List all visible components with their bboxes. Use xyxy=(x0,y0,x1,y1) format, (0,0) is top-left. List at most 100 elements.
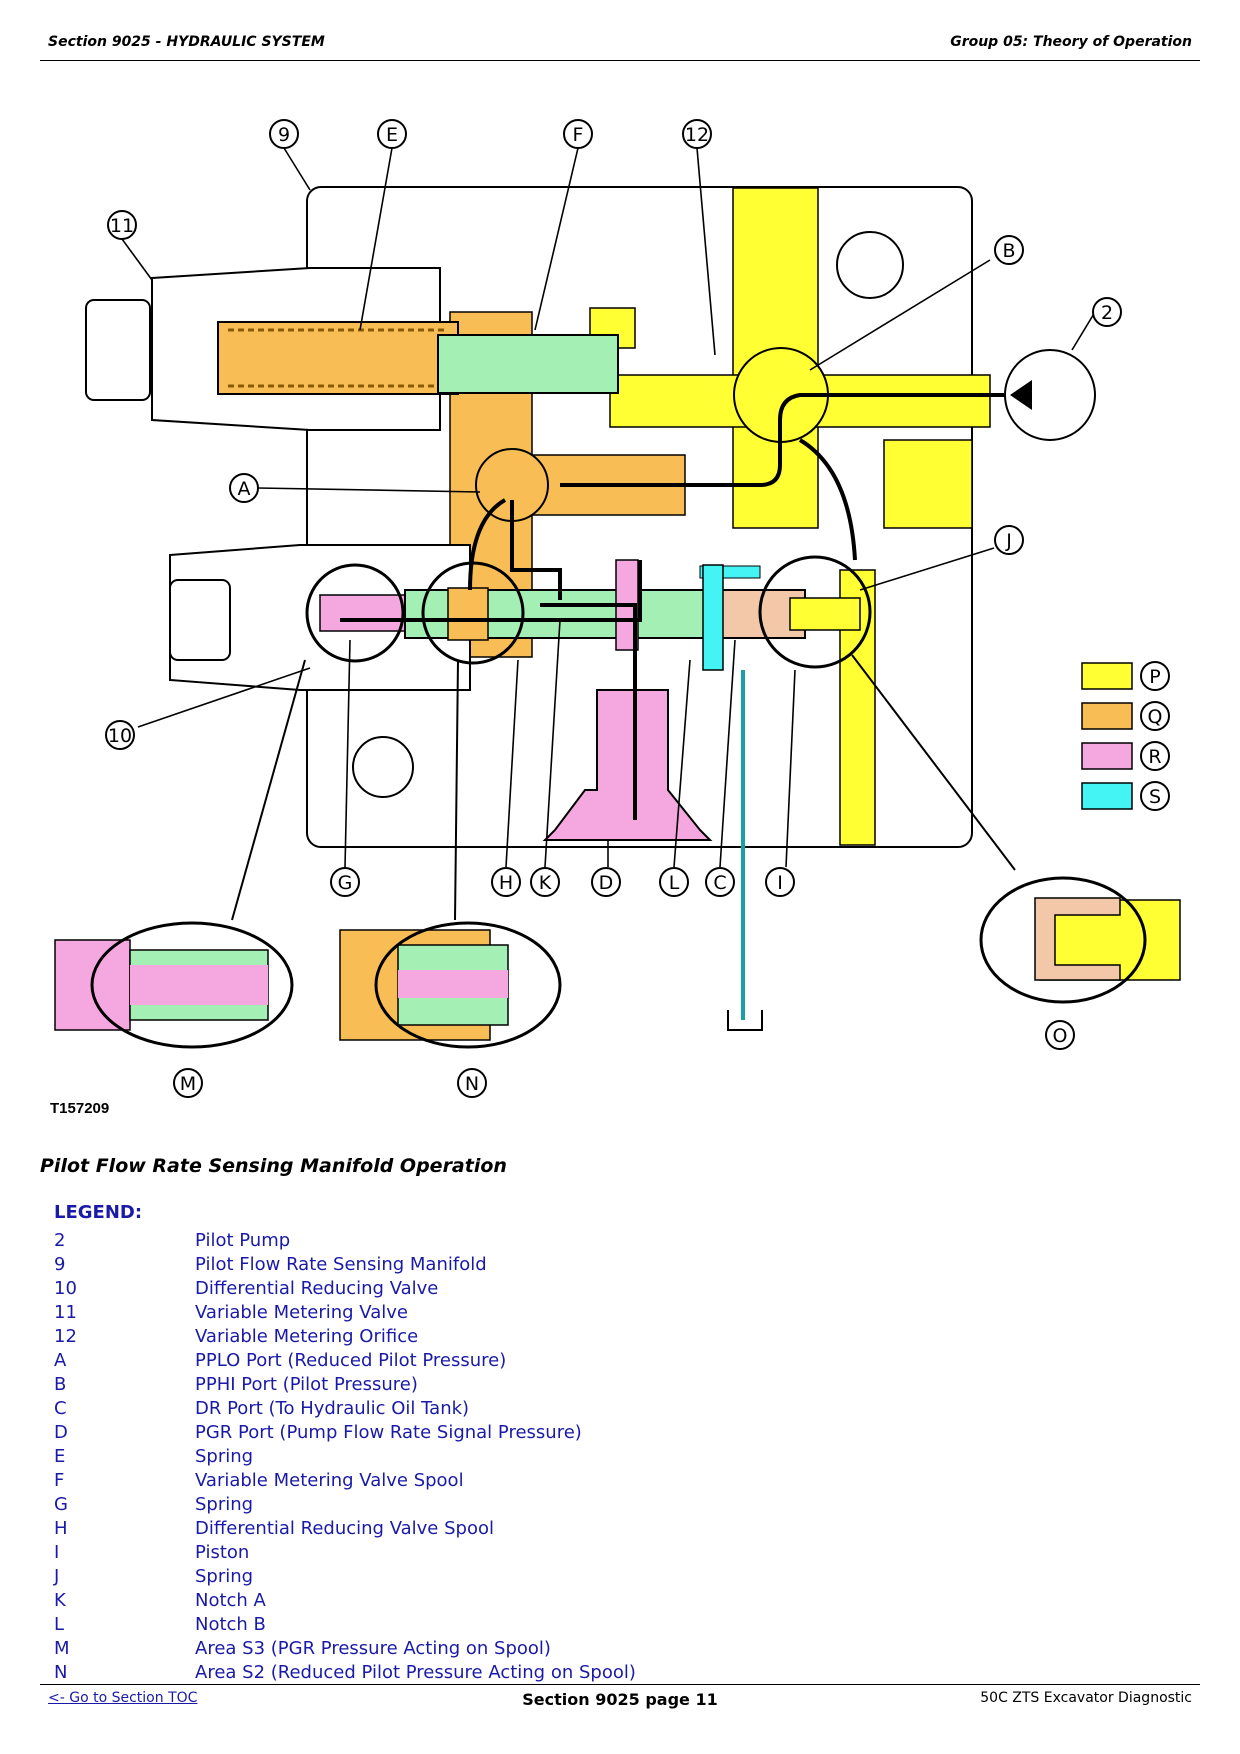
legend-key: 11 xyxy=(54,1301,77,1323)
legend-title: LEGEND: xyxy=(54,1202,143,1223)
callout-o: O xyxy=(1045,1020,1075,1050)
callout-i: I xyxy=(765,867,795,897)
callout-b: B xyxy=(994,235,1024,265)
legend-text: Variable Metering Orifice xyxy=(195,1325,419,1347)
legend-item: C DR Port (To Hydraulic Oil Tank) xyxy=(54,1396,854,1420)
color-key-label: S xyxy=(1149,786,1161,808)
legend-key: 9 xyxy=(54,1253,66,1275)
svg-text:9: 9 xyxy=(278,124,290,146)
legend-text: Area S3 (PGR Pressure Acting on Spool) xyxy=(195,1637,551,1659)
callout-h: H xyxy=(491,867,521,897)
legend-key: H xyxy=(54,1517,68,1539)
svg-text:C: C xyxy=(713,872,726,894)
svg-text:E: E xyxy=(386,124,398,146)
legend-text: DR Port (To Hydraulic Oil Tank) xyxy=(195,1397,470,1419)
color-key-item: Q xyxy=(1081,701,1170,731)
legend-text: Variable Metering Valve Spool xyxy=(195,1469,464,1491)
variable-metering-valve xyxy=(85,267,619,431)
svg-text:O: O xyxy=(1053,1025,1068,1047)
legend-item: 12 Variable Metering Orifice xyxy=(54,1324,854,1348)
document-title: 50C ZTS Excavator Diagnostic xyxy=(980,1690,1192,1706)
legend-key: M xyxy=(54,1637,70,1659)
color-key-item: S xyxy=(1081,781,1170,811)
legend-key: C xyxy=(54,1397,67,1419)
leader-lines xyxy=(121,147,1096,868)
page-number: Section 9025 page 11 xyxy=(522,1690,718,1709)
detail-view-m xyxy=(54,921,294,1049)
legend-key: 12 xyxy=(54,1325,77,1347)
color-key-swatch xyxy=(1081,742,1133,770)
legend-key: A xyxy=(54,1349,67,1371)
callouts: 9 E F 12 11 B 2 A J 10 G H K D L C I M N… xyxy=(105,119,1122,1098)
legend-key: G xyxy=(54,1493,68,1515)
svg-text:G: G xyxy=(338,872,353,894)
manifold-bore-upper xyxy=(836,231,904,299)
legend-key: 10 xyxy=(54,1277,77,1299)
legend-key: N xyxy=(54,1661,68,1683)
color-key-swatch xyxy=(1081,662,1133,690)
callout-d: D xyxy=(591,867,621,897)
dr-port-c xyxy=(702,564,724,671)
color-key-label: R xyxy=(1148,746,1161,768)
footer-rule xyxy=(40,1684,1200,1685)
callout-9: 9 xyxy=(269,119,299,149)
callout-g: G xyxy=(330,867,360,897)
legend-item: 2 Pilot Pump xyxy=(54,1228,854,1252)
spring-j xyxy=(789,597,861,631)
legend-item: A PPLO Port (Reduced Pilot Pressure) xyxy=(54,1348,854,1372)
callout-2: 2 xyxy=(1092,297,1122,327)
pilot-passage-right xyxy=(883,439,973,529)
legend-text: Spring xyxy=(195,1565,254,1587)
legend-text: Differential Reducing Valve xyxy=(195,1277,439,1299)
legend-item: M Area S3 (PGR Pressure Acting on Spool) xyxy=(54,1636,854,1660)
svg-text:M: M xyxy=(180,1073,196,1095)
callout-e: E xyxy=(377,119,407,149)
svg-text:2: 2 xyxy=(1101,302,1113,324)
color-key-swatch xyxy=(1081,702,1133,730)
legend-text: Variable Metering Valve xyxy=(195,1301,408,1323)
legend-text: Area S2 (Reduced Pilot Pressure Acting o… xyxy=(195,1661,636,1683)
svg-text:J: J xyxy=(1005,530,1012,552)
svg-text:10: 10 xyxy=(108,725,132,747)
legend-text: PPHI Port (Pilot Pressure) xyxy=(195,1373,418,1395)
legend-item: 11 Variable Metering Valve xyxy=(54,1300,854,1324)
legend-item: B PPHI Port (Pilot Pressure) xyxy=(54,1372,854,1396)
legend-text: Notch A xyxy=(195,1589,266,1611)
legend-key: 2 xyxy=(54,1229,66,1251)
legend-text: PPLO Port (Reduced Pilot Pressure) xyxy=(195,1349,507,1371)
svg-text:11: 11 xyxy=(110,215,134,237)
spring-e xyxy=(217,321,459,395)
callout-m: M xyxy=(173,1068,203,1098)
legend-key: J xyxy=(54,1565,60,1587)
figure-id: T157209 xyxy=(50,1100,110,1117)
legend-item: J Spring xyxy=(54,1564,854,1588)
callout-11: 11 xyxy=(107,210,137,240)
color-key-item: R xyxy=(1081,741,1170,771)
section-toc-link[interactable]: <- Go to Section TOC xyxy=(48,1690,198,1706)
legend-item: G Spring xyxy=(54,1492,854,1516)
figure-caption: Pilot Flow Rate Sensing Manifold Operati… xyxy=(40,1155,507,1177)
variable-metering-valve-spool xyxy=(437,334,619,394)
legend-text: Pilot Pump xyxy=(195,1229,291,1251)
color-key-label: P xyxy=(1149,666,1160,688)
tank-symbol xyxy=(727,1010,763,1031)
legend-text: PGR Port (Pump Flow Rate Signal Pressure… xyxy=(195,1421,582,1443)
svg-text:D: D xyxy=(599,872,614,894)
pgr-port-d xyxy=(542,689,713,841)
header-section: Section 9025 - HYDRAULIC SYSTEM xyxy=(48,34,325,50)
detail-view-o xyxy=(979,876,1181,1004)
svg-text:B: B xyxy=(1002,240,1015,262)
legend-text: Spring xyxy=(195,1445,254,1467)
callout-l: L xyxy=(659,867,689,897)
legend-key: B xyxy=(54,1373,67,1395)
manifold-bore-lower xyxy=(352,736,414,798)
header-rule xyxy=(40,60,1200,61)
legend-text: Spring xyxy=(195,1493,254,1515)
